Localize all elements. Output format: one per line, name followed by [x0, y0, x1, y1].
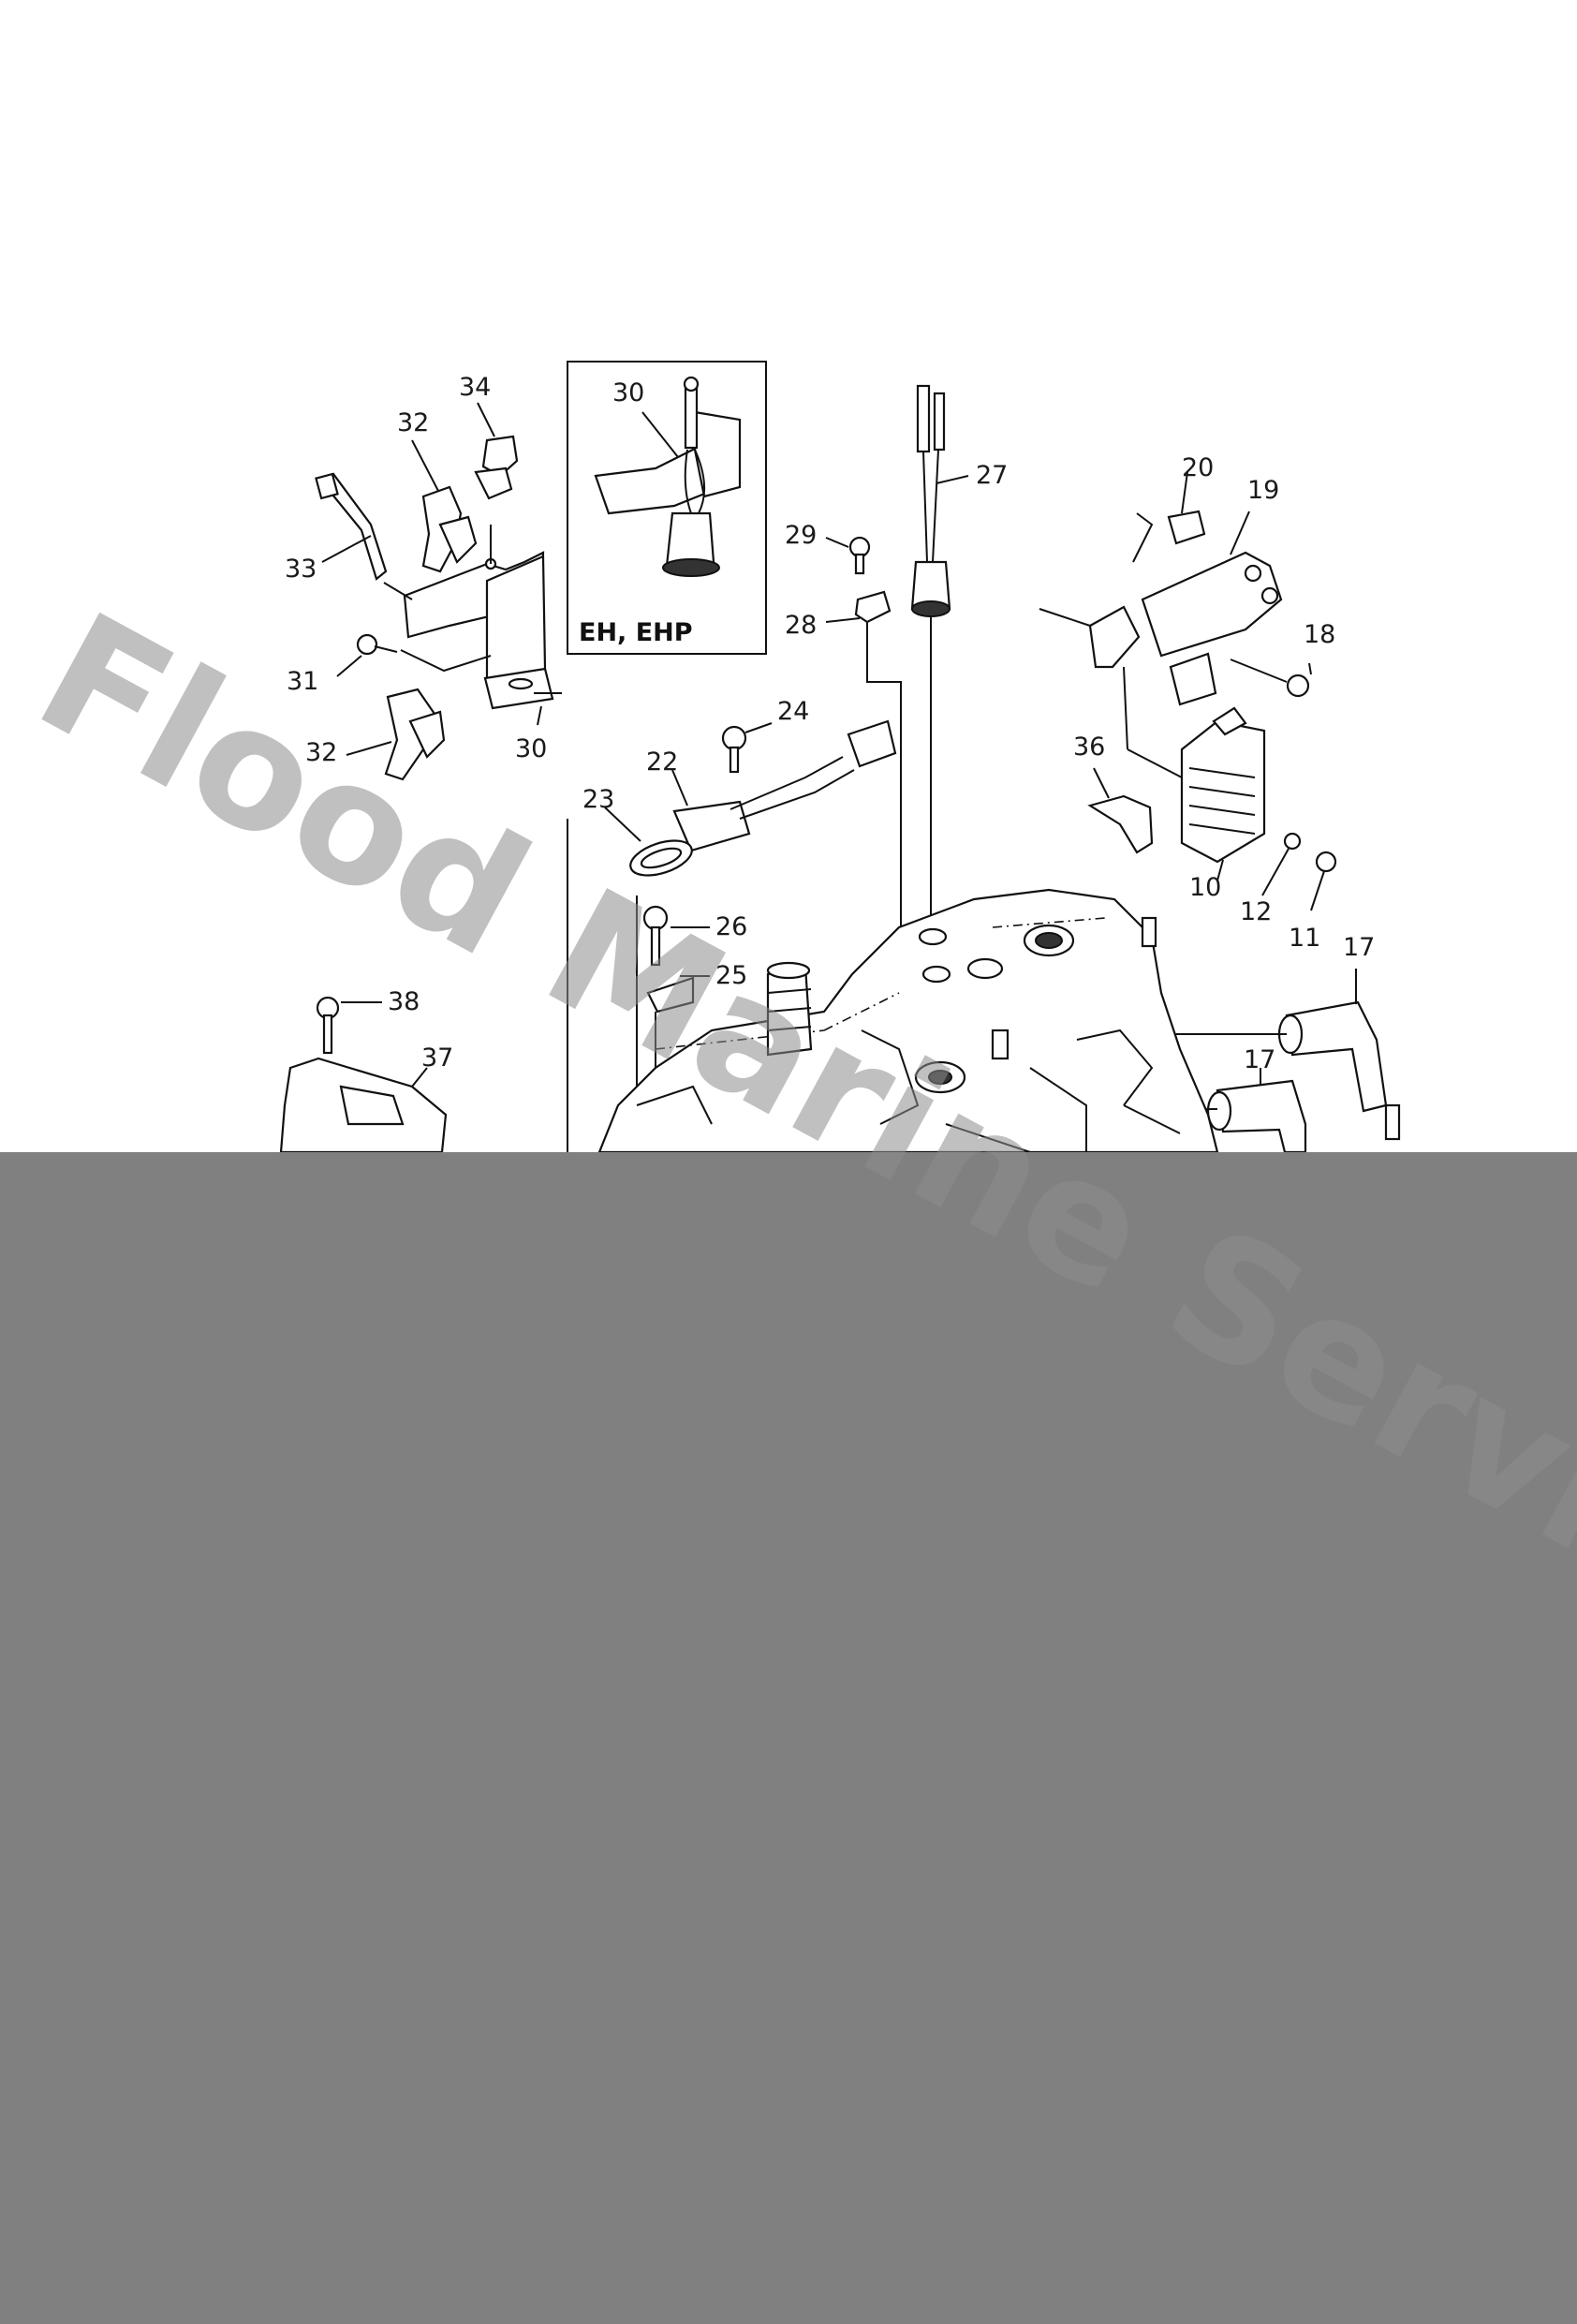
callout-28: 28: [785, 611, 817, 640]
callout-32-lower: 32: [305, 738, 337, 767]
callout-25: 25: [715, 961, 747, 990]
cover-group: [279, 996, 448, 1152]
callout-30: 30: [515, 734, 547, 763]
callout-36: 36: [1073, 733, 1105, 762]
engine-block: [597, 888, 1219, 1152]
inset-label: EH, EHP: [579, 618, 693, 647]
left-bracket-group: [315, 402, 562, 781]
right-electrical-group: [1039, 471, 1401, 1152]
inset-eh-ehp: [567, 361, 767, 655]
callout-10: 10: [1189, 873, 1221, 902]
masked-region: [0, 1152, 1577, 2324]
callout-29: 29: [785, 521, 817, 550]
center-harness-group: [567, 384, 969, 1152]
callout-23: 23: [582, 785, 614, 814]
callout-inset-30: 30: [612, 378, 644, 407]
callout-38: 38: [388, 987, 420, 1016]
callout-17-upper: 17: [1343, 933, 1375, 962]
callout-12: 12: [1240, 897, 1272, 926]
callout-31: 31: [287, 667, 318, 696]
exploded-parts-diagram: 30 EH, EHP: [279, 361, 1401, 1152]
callout-32-upper: 32: [397, 408, 429, 437]
callout-26: 26: [715, 912, 747, 941]
callout-37: 37: [421, 1044, 453, 1073]
callout-20: 20: [1182, 453, 1214, 482]
callout-19: 19: [1247, 476, 1279, 505]
callout-33: 33: [285, 555, 317, 584]
callout-18: 18: [1304, 620, 1335, 649]
callout-17-lower: 17: [1244, 1045, 1275, 1074]
callout-27: 27: [976, 461, 1008, 490]
callout-11: 11: [1289, 924, 1320, 953]
callout-24: 24: [777, 697, 809, 726]
callout-22: 22: [646, 748, 678, 777]
callout-34: 34: [459, 373, 491, 402]
